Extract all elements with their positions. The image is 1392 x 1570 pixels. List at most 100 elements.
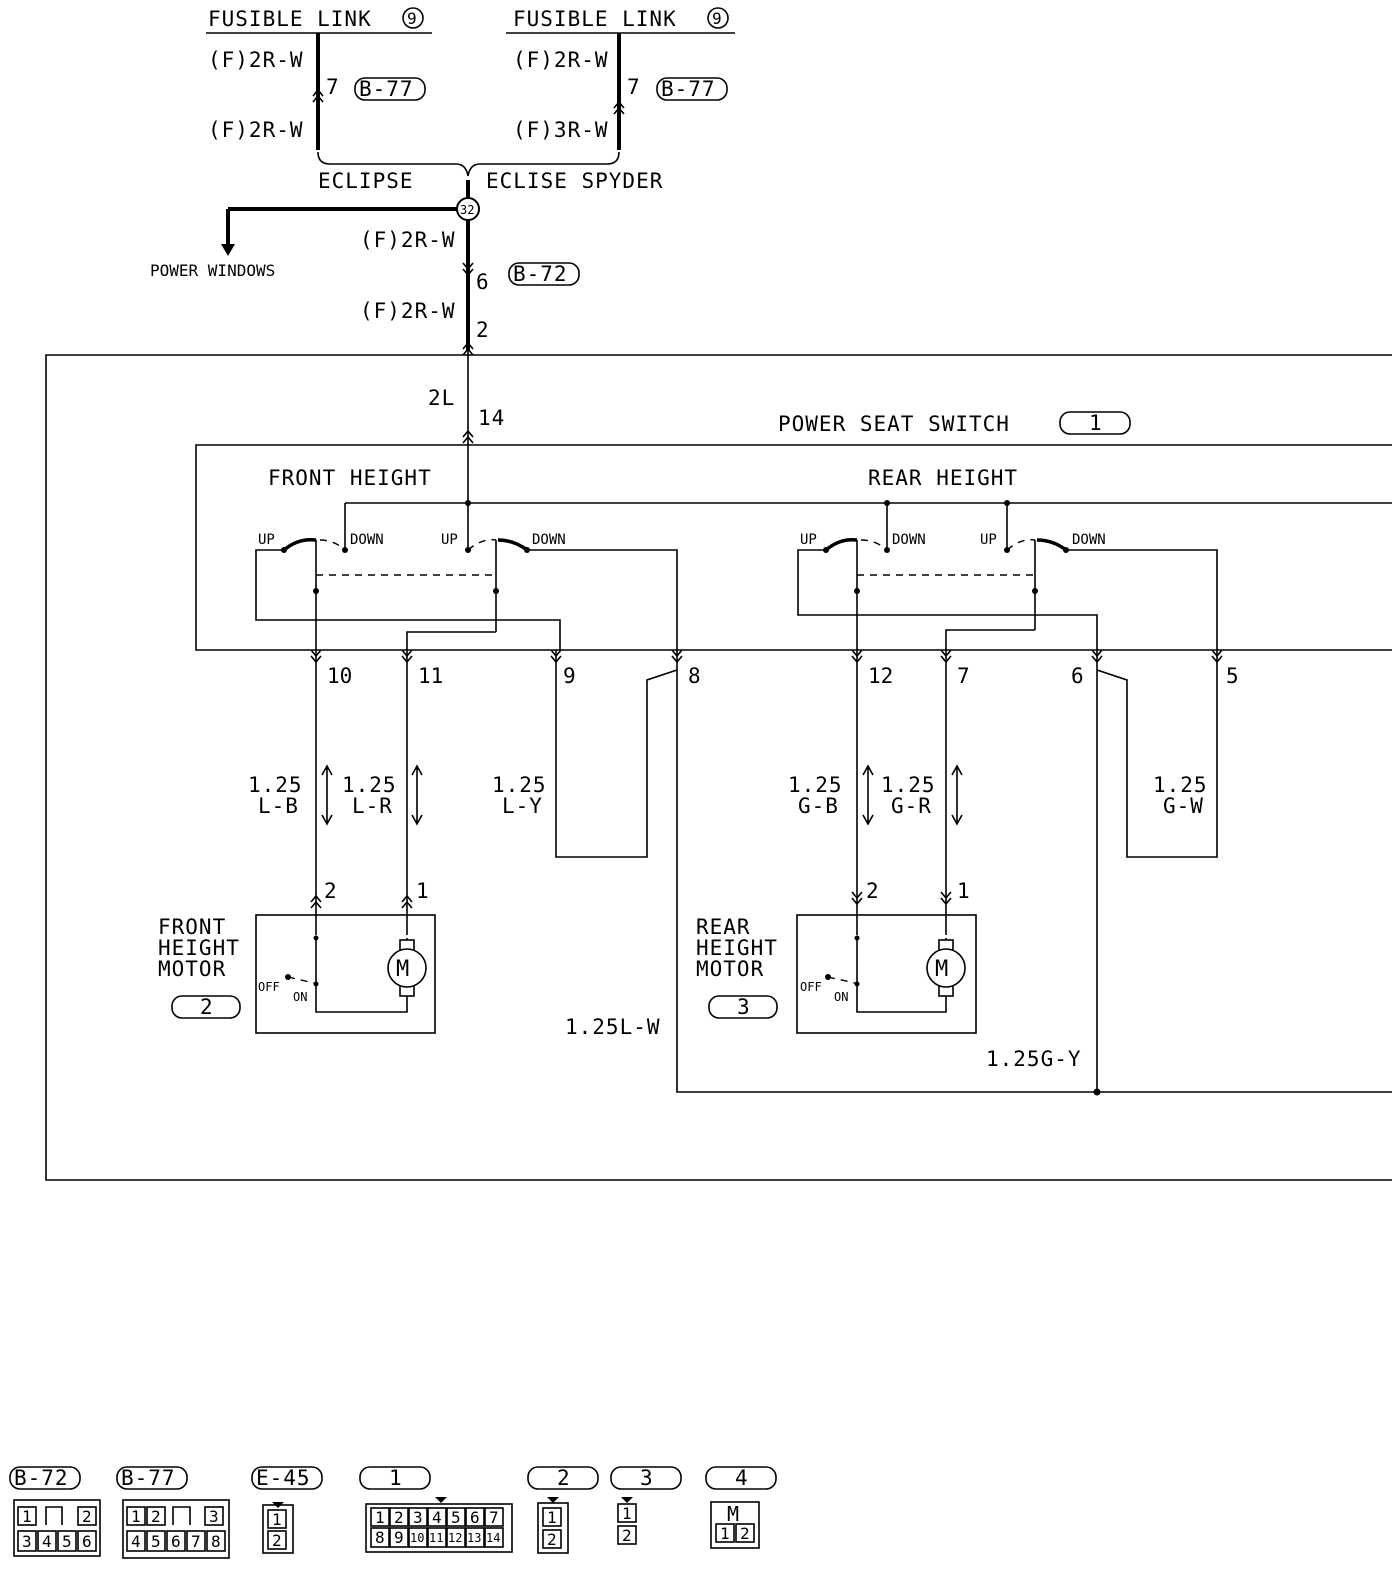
rear-motor-pin-2: 2: [866, 879, 879, 903]
switch-pins: 10 11 9 8 12 7 6 5: [310, 649, 1239, 688]
c1-pin-7: 7: [489, 1508, 499, 1527]
fusible-link-left: FUSIBLE LINK 9: [206, 7, 432, 34]
rear-height-motor: REAR HEIGHT MOTOR 3 2 1 OFF ON M: [696, 879, 977, 1034]
power-seat-switch-box: [195, 444, 1392, 651]
rear-height-switch: UP DOWN UP DOWN: [797, 503, 1218, 650]
front-motor-ref-badge: [171, 995, 241, 1019]
b77-pin-3: 3: [209, 1507, 219, 1526]
c1-pin-6: 6: [470, 1508, 480, 1527]
conn-2-label: 2: [557, 1466, 571, 1490]
wire-mid-top: (F)2R-W: [360, 228, 456, 252]
wire-mid-bottom: (F)2R-W: [360, 299, 456, 323]
variant-left: ECLIPSE: [318, 169, 414, 193]
e45-pin-1: 1: [272, 1510, 282, 1529]
rear-down-2: DOWN: [1072, 532, 1106, 548]
c1-pin-13: 13: [467, 1531, 481, 1545]
wire-gr-size: 1.25: [881, 773, 936, 797]
conn-3-label: 3: [640, 1466, 654, 1490]
c1-pin-11: 11: [429, 1531, 443, 1545]
c4-pin-1: 1: [720, 1524, 730, 1543]
front-motor-pin-2: 2: [324, 879, 337, 903]
wire-gy: 1.25G-Y: [986, 1047, 1082, 1071]
b72-pin-5: 5: [62, 1532, 72, 1551]
b72-pin-6: 6: [82, 1532, 92, 1551]
c1-pin-5: 5: [451, 1508, 461, 1527]
rear-up-1: UP: [800, 532, 817, 548]
c1-pin-2: 2: [394, 1508, 404, 1527]
wire-gb-color: G-B: [798, 794, 839, 818]
wire-labels: 1.25 L-B 1.25 L-R 1.25 L-Y 1.25 G-B 1.25…: [248, 764, 1208, 1071]
rear-up-2: UP: [980, 532, 997, 548]
pin-7: 7: [957, 664, 970, 688]
front-motor-name-3: MOTOR: [158, 957, 226, 981]
wire-left-bottom: (F)2R-W: [208, 118, 304, 142]
fusible-link-right: FUSIBLE LINK 9: [506, 7, 735, 34]
front-height-motor: FRONT HEIGHT MOTOR 2 2 1 OFF ON M: [158, 879, 436, 1034]
pin-left: 7: [326, 75, 340, 99]
switch-ref: 1: [1089, 411, 1103, 435]
front-motor-off: OFF: [258, 980, 280, 994]
b72-pin-1: 1: [22, 1507, 32, 1526]
rear-motor-off: OFF: [800, 980, 822, 994]
pin-14: 14: [478, 406, 505, 430]
rear-motor-name-1: REAR: [696, 915, 751, 939]
front-motor-pin-1: 1: [416, 879, 429, 903]
c1-pin-3: 3: [413, 1508, 423, 1527]
variant-right: ECLISE SPYDER: [486, 169, 663, 193]
pin-right: 7: [627, 75, 641, 99]
c1-pin-14: 14: [486, 1531, 500, 1545]
rear-motor-symbol: [926, 948, 966, 988]
pin-8: 8: [688, 664, 701, 688]
front-motor-ref: 2: [200, 995, 214, 1019]
wire-ly-size: 1.25: [492, 773, 547, 797]
pin-5: 5: [1226, 664, 1239, 688]
c1-pin-8: 8: [375, 1528, 385, 1547]
connector-b72: B-72 1 2 3 4 5 6: [9, 1466, 101, 1557]
front-motor-name-1: FRONT: [158, 915, 226, 939]
wire-lr-color: L-R: [352, 794, 393, 818]
b77-pin-4: 4: [131, 1532, 141, 1551]
wire-2l: 2L: [428, 386, 455, 410]
connector-b77: B-77 1 2 3 4 5 6 7 8: [116, 1466, 230, 1559]
b77-pin-1: 1: [131, 1507, 141, 1526]
conn-4-label: 4: [735, 1466, 749, 1490]
b72-pin-4: 4: [42, 1532, 52, 1551]
wire-left-top: (F)2R-W: [208, 48, 304, 72]
front-up-1: UP: [258, 532, 275, 548]
c2-pin-2: 2: [547, 1530, 557, 1549]
wire-lw: 1.25L-W: [565, 1015, 661, 1039]
switch-title: POWER SEAT SWITCH: [778, 412, 1010, 436]
wire-right-top: (F)2R-W: [513, 48, 609, 72]
c1-pin-9: 9: [394, 1528, 404, 1547]
b77-pin-5: 5: [151, 1532, 161, 1551]
connector-right-label: B-77: [661, 77, 716, 101]
connector-e45: E-45 1 2: [251, 1466, 323, 1554]
connector-1: 1 1 2 3 4 5 6 7 8 9 10 11 12 13 14: [359, 1466, 513, 1553]
fusible-link-left-label: FUSIBLE LINK: [208, 7, 372, 31]
connector-left-label: B-77: [359, 77, 414, 101]
pin-9: 9: [563, 664, 576, 688]
component-frame: [45, 354, 1392, 1181]
c3-pin-2: 2: [622, 1526, 632, 1545]
wire-gb-size: 1.25: [788, 773, 843, 797]
wire-gw-size: 1.25: [1153, 773, 1208, 797]
connector-3: 3 1 2: [610, 1466, 682, 1545]
front-motor-name-2: HEIGHT: [158, 936, 240, 960]
wire-ly-color: L-Y: [502, 794, 543, 818]
rear-motor-name-2: HEIGHT: [696, 936, 778, 960]
front-up-2: UP: [441, 532, 458, 548]
power-windows-label: POWER WINDOWS: [150, 261, 275, 280]
connector-badge-b72: [508, 262, 580, 286]
b72-pin-2: 2: [82, 1507, 92, 1526]
wire-lb-color: L-B: [258, 794, 299, 818]
conn-1-label: 1: [389, 1466, 403, 1490]
wire-lr-size: 1.25: [342, 773, 397, 797]
c1-pin-10: 10: [410, 1531, 424, 1545]
variant-brace: [317, 151, 620, 177]
connector-4: 4 M 1 2: [705, 1466, 777, 1549]
fusible-link-right-number: 9: [712, 9, 722, 28]
connector-badge-left: [354, 77, 426, 101]
rear-motor-on: ON: [834, 990, 848, 1004]
c3-pin-1: 1: [622, 1504, 632, 1523]
